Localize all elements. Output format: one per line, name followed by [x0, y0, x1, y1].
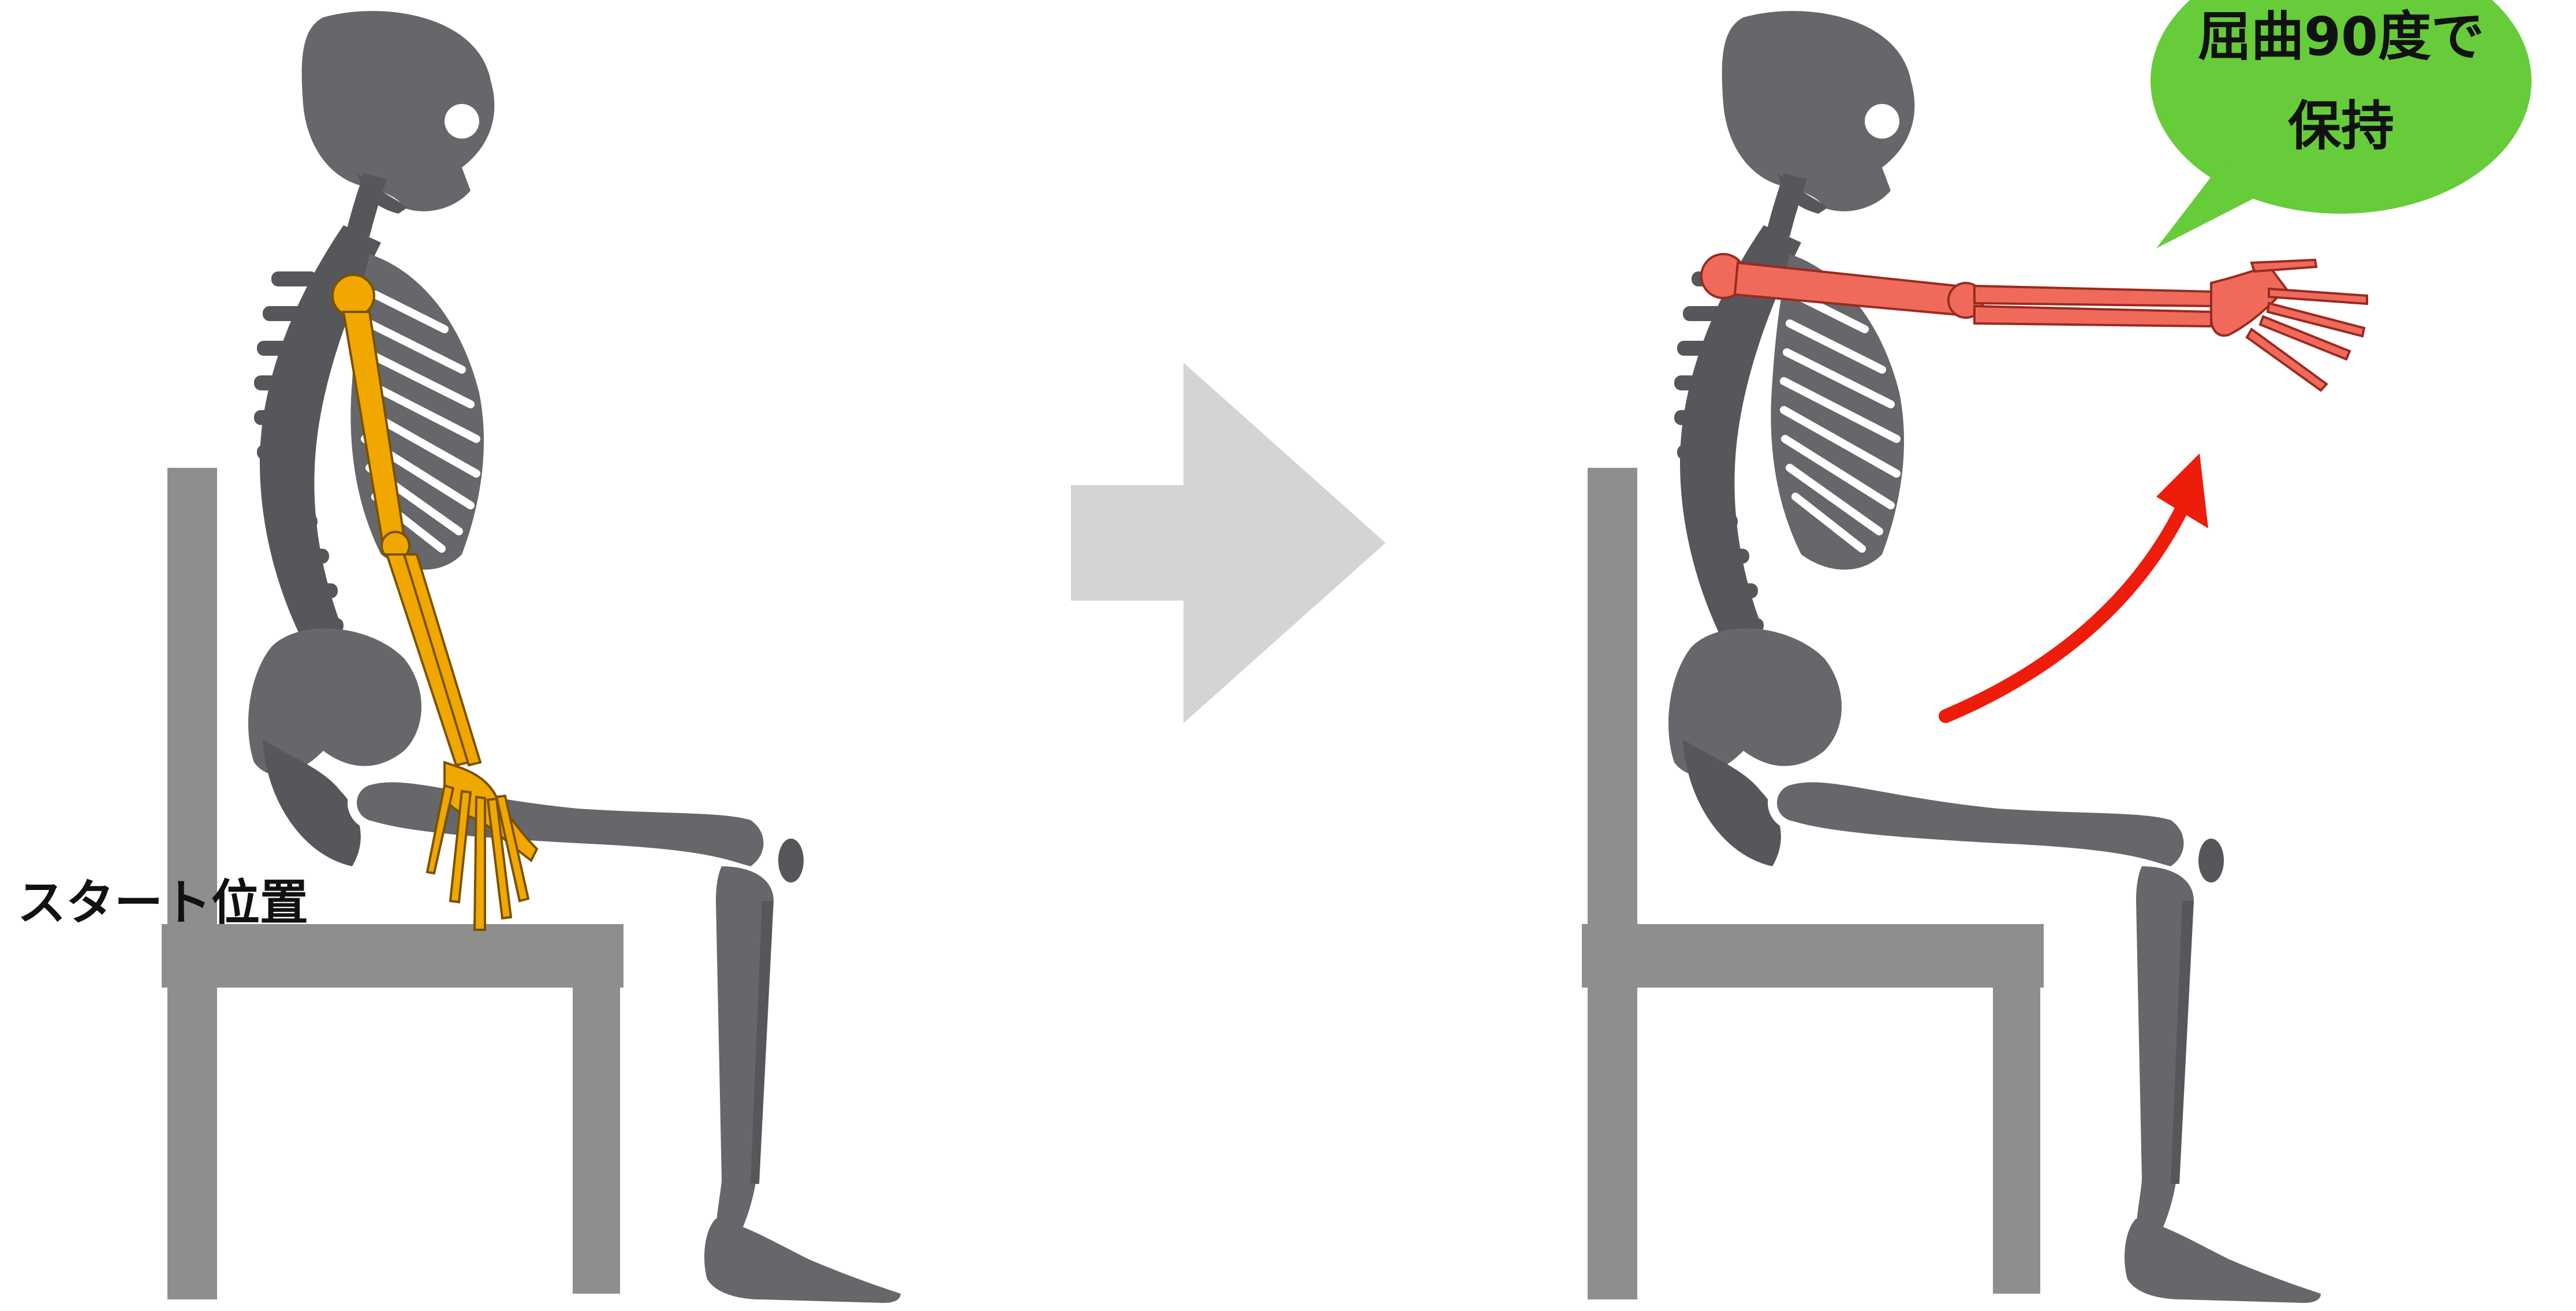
- curved-up-arrow-icon: [1946, 453, 2208, 716]
- bubble-text-line1: 屈曲90度で: [2198, 6, 2484, 68]
- start-position-label: スタート位置: [17, 874, 308, 931]
- right-arrow-icon: [1071, 363, 1386, 723]
- chair-right: [1582, 468, 2044, 1299]
- speech-bubble: 屈曲90度で 保持: [2151, 0, 2532, 248]
- bubble-text-line2: 保持: [2288, 95, 2394, 157]
